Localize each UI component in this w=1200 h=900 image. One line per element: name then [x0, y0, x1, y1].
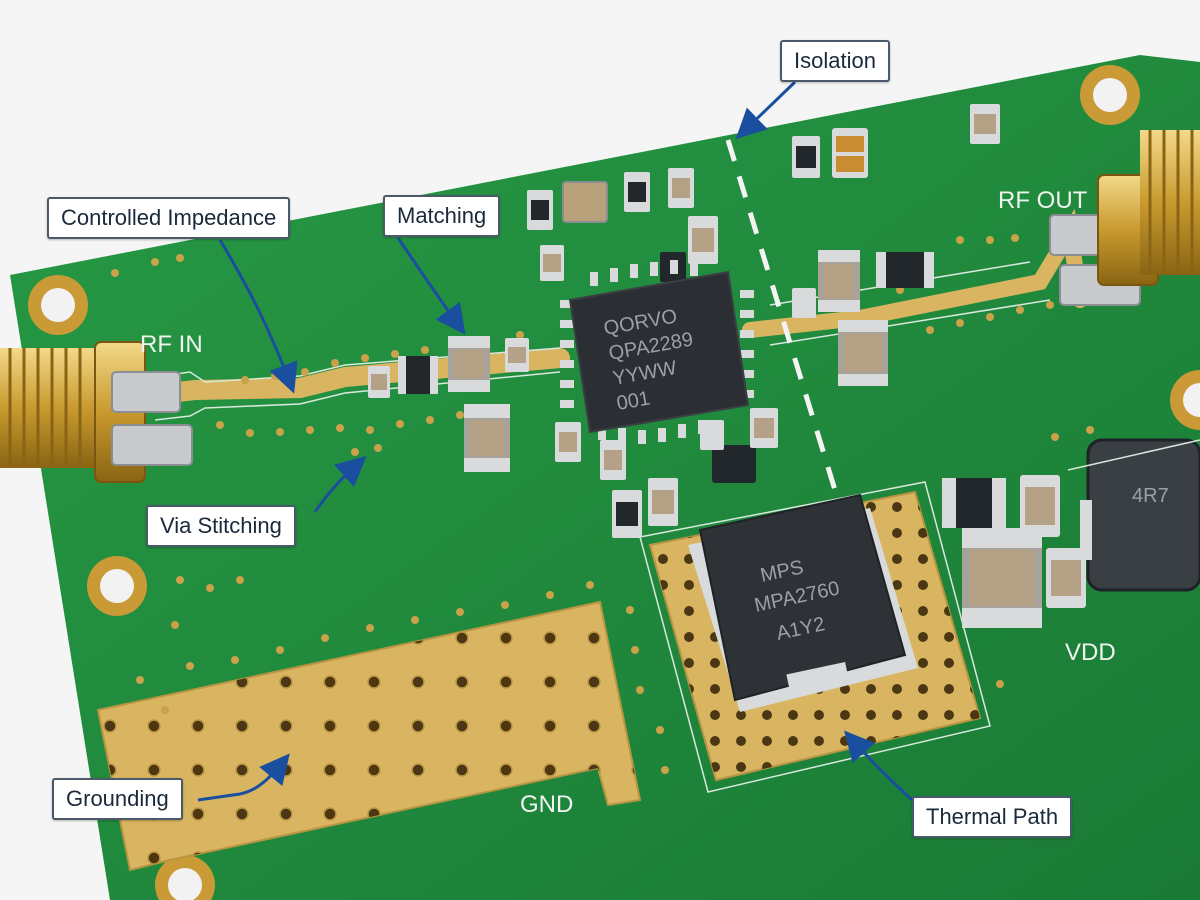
callout-grounding: Grounding [52, 778, 183, 820]
rf-out-connector [1049, 130, 1200, 306]
callout-thermal-path: Thermal Path [912, 796, 1073, 838]
callout-matching: Matching [383, 195, 501, 237]
mounting-hole-left [87, 556, 147, 616]
via-stitching-bottom [216, 411, 464, 456]
mounting-hole-bottom-left [155, 855, 215, 900]
callout-controlled-impedance: Controlled Impedance [47, 197, 291, 239]
mounting-hole-right [1170, 370, 1200, 430]
gnd-label: GND [520, 791, 573, 818]
rf-amplifier-chip [560, 260, 754, 444]
isolation-line [725, 139, 841, 501]
callout-arrows [197, 80, 914, 802]
rf-in-connector [0, 341, 193, 483]
rf-out-label: RF OUT [998, 187, 1088, 214]
smd-components [368, 104, 1086, 628]
inductor-marking: 4R7 [1132, 485, 1169, 507]
regulator-chip [688, 493, 918, 712]
callout-isolation: Isolation [780, 40, 890, 82]
mounting-hole-top-left [28, 275, 88, 335]
callout-via-stitching: Via Stitching [146, 505, 296, 547]
via-stitching-field [111, 254, 1004, 774]
mounting-hole-top-right [1080, 65, 1140, 125]
rf-in-label: RF IN [140, 331, 203, 358]
inductor [1080, 438, 1200, 592]
vdd-label: VDD [1065, 639, 1116, 666]
